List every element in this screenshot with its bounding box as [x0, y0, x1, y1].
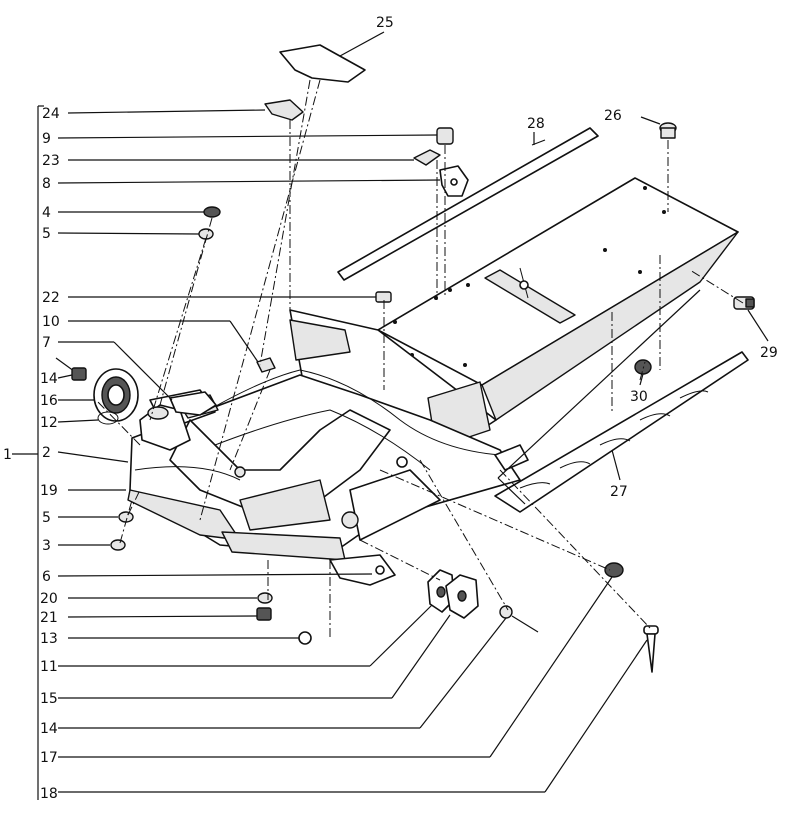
part-4-nut [203, 206, 221, 218]
chassis-frame [127, 177, 739, 586]
callout-17: 17 [40, 750, 58, 766]
callout-10: 10 [42, 314, 60, 330]
callout-bracket [12, 105, 44, 800]
callout-26: 26 [604, 108, 622, 124]
callout-24: 24 [42, 106, 60, 122]
part-10-clip [256, 357, 276, 373]
callout-12: 12 [40, 415, 58, 431]
part-5-washer [198, 228, 214, 240]
part-30-nut [634, 359, 652, 375]
part-27-strip [494, 289, 749, 513]
assembly-lines [95, 79, 744, 640]
callout-16: 16 [40, 393, 58, 409]
part-25-plate [279, 44, 366, 83]
callout-3: 3 [42, 538, 51, 554]
callout-labels: 25 24 9 23 8 4 5 22 10 7 14 16 12 1 2 19… [3, 15, 778, 802]
callout-22: 22 [42, 290, 60, 306]
part-18-rivet [643, 625, 659, 673]
callout-18: 18 [40, 786, 58, 802]
callout-15: 15 [40, 691, 58, 707]
callout-5: 5 [42, 226, 51, 242]
leader-lines [57, 31, 769, 793]
callout-28: 28 [527, 116, 545, 132]
callout-9: 9 [42, 131, 51, 147]
callout-1: 1 [3, 447, 12, 463]
part-16-coupler [93, 368, 139, 422]
callout-6: 6 [42, 569, 51, 585]
callout-11: 11 [40, 659, 58, 675]
callout-25: 25 [376, 15, 394, 31]
part-21-nut [256, 607, 272, 621]
callout-20: 20 [40, 591, 58, 607]
callout-27: 27 [610, 484, 628, 500]
callout-19: 19 [40, 483, 58, 499]
callout-4: 4 [42, 205, 51, 221]
callout-14: 14 [40, 371, 58, 387]
part-26-cap [659, 122, 677, 139]
part-14-bolt [55, 357, 87, 381]
callout-21: 21 [40, 610, 58, 626]
callout-8: 8 [42, 176, 51, 192]
callout-29: 29 [760, 345, 778, 361]
part-17-cap [604, 562, 624, 578]
part-23-wedge [413, 149, 441, 166]
part-3-washer [110, 539, 126, 551]
part-9-cap [436, 127, 454, 145]
callout-14-lower: 14 [40, 721, 58, 737]
part-14b-bolt [499, 605, 539, 633]
parts [55, 44, 755, 673]
callout-7: 7 [42, 335, 51, 351]
callout-13: 13 [40, 631, 58, 647]
part-12-ring [97, 411, 119, 425]
callout-5-lower: 5 [42, 510, 51, 526]
part-7-plate [169, 391, 217, 416]
callout-30: 30 [630, 389, 648, 405]
part-28-strip [337, 127, 599, 281]
callout-2: 2 [42, 445, 51, 461]
part-24-clip [264, 99, 304, 121]
part-13-washer [298, 631, 312, 645]
part-20-washer [257, 592, 273, 604]
callout-23: 23 [42, 153, 60, 169]
